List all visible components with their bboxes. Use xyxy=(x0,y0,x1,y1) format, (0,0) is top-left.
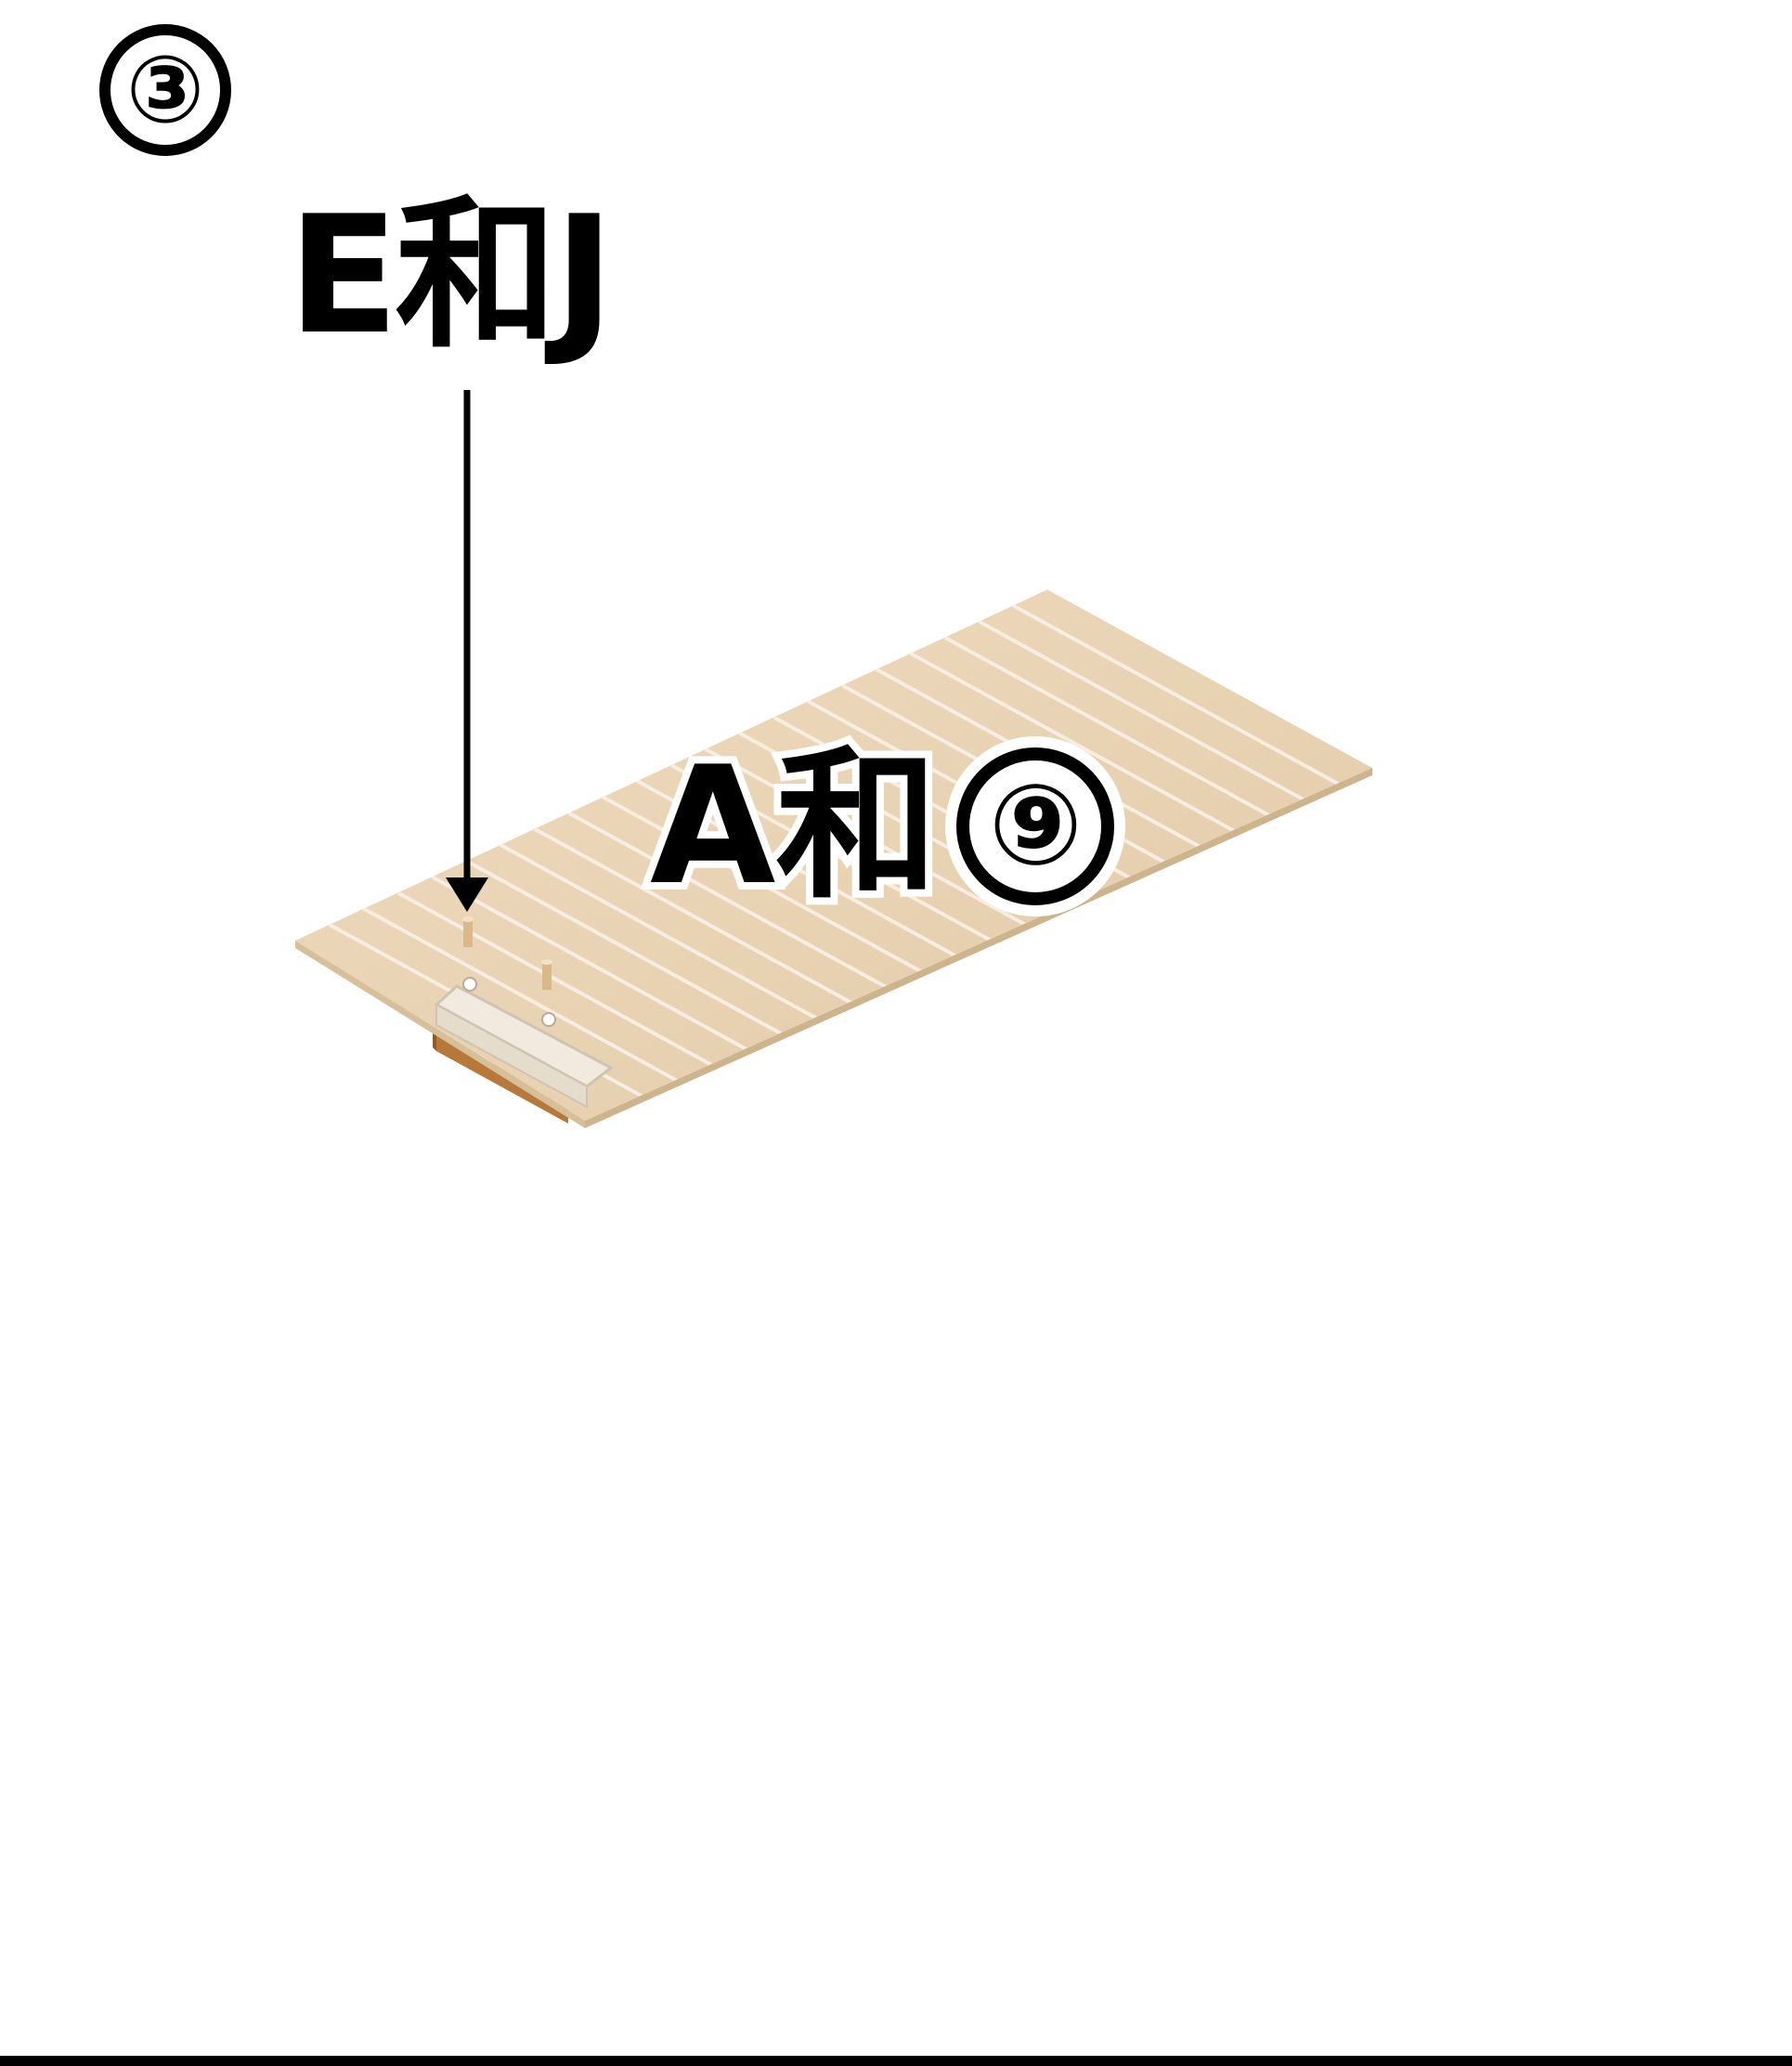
slat-line xyxy=(978,619,1305,802)
slat-line xyxy=(396,890,724,1073)
bracket-hole xyxy=(541,1012,556,1027)
bracket-hole xyxy=(462,977,477,992)
slat-line xyxy=(362,906,690,1089)
slat-line xyxy=(431,875,759,1058)
arrowhead-icon xyxy=(446,877,488,912)
support-block-side xyxy=(433,1033,436,1051)
page-bottom-rule xyxy=(0,2056,1792,2066)
screw-e xyxy=(462,916,474,947)
slat-line xyxy=(909,651,1237,834)
board-edge-right xyxy=(585,768,1372,1128)
slat-line xyxy=(465,859,793,1041)
slat-line xyxy=(943,635,1271,818)
bracket-j-front xyxy=(435,1003,588,1109)
slat-line xyxy=(567,811,895,994)
slat-line xyxy=(1012,604,1340,786)
slat-line xyxy=(636,779,964,961)
slat-line xyxy=(670,763,997,945)
step-number-badge: ③ xyxy=(99,24,231,156)
board-label: A和 ⑨ xyxy=(643,732,1115,921)
parts-label-e-j: E和J xyxy=(288,182,615,370)
slat-line xyxy=(704,747,1032,929)
board-label-text: A和 xyxy=(643,732,945,921)
screw-e xyxy=(541,959,552,990)
slat-line xyxy=(533,826,861,1009)
circled-nine-badge: ⑨ xyxy=(956,747,1115,905)
slat-line xyxy=(602,795,929,978)
board-edge xyxy=(295,941,585,1128)
slat-line xyxy=(499,843,826,1025)
